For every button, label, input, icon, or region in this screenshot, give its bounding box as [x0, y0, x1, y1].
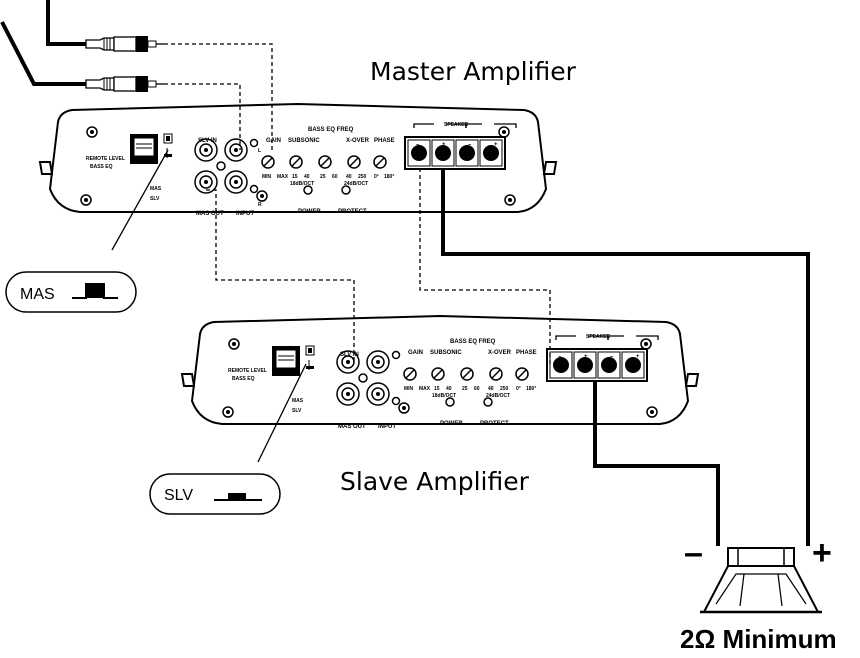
slave-slv-in-label: SLV IN [340, 352, 359, 358]
slave-subsonic-low: 15 [434, 386, 440, 392]
terminal-plus-2: + [494, 142, 498, 148]
impedance-minimum-label: 2Ω Minimum [680, 624, 837, 654]
slave-gain-max: MAX [419, 386, 431, 392]
speaker-label: SPEAKER [444, 122, 469, 128]
slave-bass-eq-freq-label: BASS EQ FREQ [450, 339, 496, 345]
phase-label: PHASE [374, 138, 395, 144]
phase-high: 180° [384, 174, 394, 180]
slave-mas-out-label: MAS OUT [338, 424, 366, 430]
slave-amplifier-title: Slave Amplifier [340, 467, 530, 496]
slave-remote-level-label: REMOTE LEVEL [228, 368, 267, 374]
slave-eq-high: 60 [474, 386, 480, 392]
slave-terminal-minus-1: – [558, 354, 562, 360]
slave-terminal-plus-1: + [584, 354, 588, 360]
gain-min: MIN [262, 174, 272, 180]
terminal-plus-1: + [442, 142, 446, 148]
slave-gain-label: GAIN [408, 350, 423, 356]
slave-subsonic-high: 40 [446, 386, 452, 392]
xover-slope: 24dB/OCT [344, 181, 368, 187]
slave-amplifier: REMOTE LEVEL BASS EQ MAS SLV SLV IN MAS … [181, 315, 699, 430]
slv-callout-line [257, 363, 307, 463]
gain-label: GAIN [266, 138, 281, 144]
eq-low: 25 [320, 174, 326, 180]
speaker-minus-sign: – [684, 534, 703, 572]
mas-out-label: MAS OUT [196, 211, 224, 217]
phase-low: 0° [374, 174, 379, 180]
slave-phase-high: 180° [526, 386, 536, 392]
slave-terminal-minus-2: – [610, 354, 614, 360]
slave-xover-high: 250 [500, 386, 509, 392]
xover-low: 40 [346, 174, 352, 180]
slv-callout-text: SLV [164, 487, 193, 504]
input-label: INPUT [236, 211, 254, 217]
subwoofer-icon [700, 547, 822, 614]
slave-bass-eq-label: BASS EQ [232, 376, 255, 382]
link-wires [164, 43, 551, 366]
subsonic-low: 15 [292, 174, 298, 180]
master-amplifier-title: Master Amplifier [370, 57, 577, 86]
slave-xover-slope: 24dB/OCT [486, 393, 510, 399]
bass-eq-freq-label: BASS EQ FREQ [308, 127, 354, 133]
slave-gain-min: MIN [404, 386, 414, 392]
slave-phase-label: PHASE [516, 350, 537, 356]
slave-subsonic-label: SUBSONIC [430, 350, 462, 356]
subsonic-high: 40 [304, 174, 310, 180]
mas-label: MAS [150, 186, 162, 192]
slave-mas-label: MAS [292, 398, 304, 404]
power-label: POWER [298, 209, 321, 215]
bass-eq-label: BASS EQ [90, 164, 113, 170]
protect-label: PROTECT [338, 209, 367, 215]
x-over-label: X-OVER [346, 138, 370, 144]
terminal-minus-2: – [468, 142, 472, 148]
slave-x-over-label: X-OVER [488, 350, 512, 356]
slv-in-label: SLV IN [198, 138, 217, 144]
slave-slv-label: SLV [292, 408, 302, 414]
mas-callout-text: MAS [20, 286, 55, 303]
slave-protect-label: PROTECT [480, 421, 509, 427]
subsonic-slope: 18dB/OCT [290, 181, 314, 187]
mas-callout: MAS [5, 271, 137, 313]
channel-l-label: L [258, 148, 261, 154]
slave-phase-low: 0° [516, 386, 521, 392]
slave-subsonic-slope: 18dB/OCT [432, 393, 456, 399]
xover-high: 250 [358, 174, 367, 180]
slv-label: SLV [150, 196, 160, 202]
rca-cables [0, 0, 165, 93]
terminal-minus-1: – [416, 142, 420, 148]
mas-callout-line [111, 149, 169, 251]
slv-callout: SLV [149, 473, 281, 515]
speaker-plus-sign: + [812, 534, 832, 572]
speaker-wires [441, 168, 810, 546]
channel-r-label: R [258, 202, 262, 208]
eq-high: 60 [332, 174, 338, 180]
master-amplifier: REMOTE LEVEL BASS EQ MAS SLV SLV IN MAS … [39, 103, 557, 217]
subsonic-label: SUBSONIC [288, 138, 320, 144]
slave-power-label: POWER [440, 421, 463, 427]
slave-input-label: INPUT [378, 424, 396, 430]
slave-speaker-label: SPEAKER [586, 334, 611, 340]
slave-terminal-plus-2: + [636, 354, 640, 360]
slave-eq-low: 25 [462, 386, 468, 392]
slave-xover-low: 40 [488, 386, 494, 392]
gain-max: MAX [277, 174, 289, 180]
remote-level-label: REMOTE LEVEL [86, 156, 125, 162]
